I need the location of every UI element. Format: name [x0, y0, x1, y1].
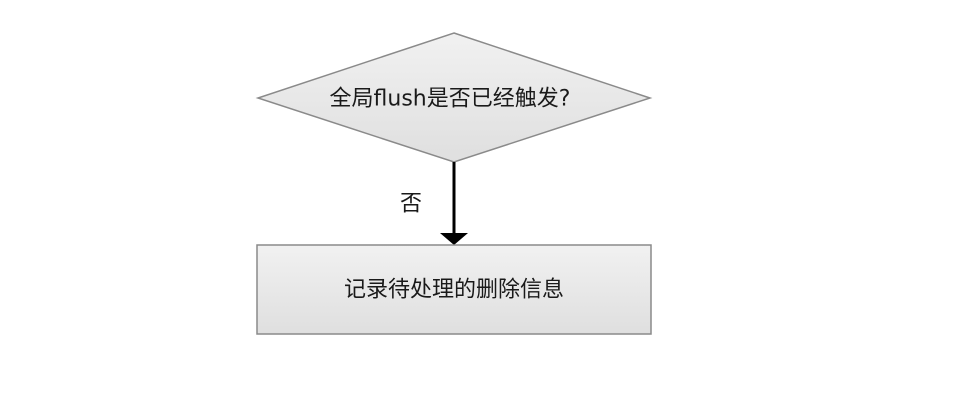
- process-label: 记录待处理的删除信息: [344, 278, 564, 303]
- process-box-shape: [256, 244, 652, 335]
- decision-node: 全局flush是否已经触发?: [255, 32, 653, 163]
- decision-label: 全局flush是否已经触发?: [330, 87, 571, 112]
- process-node: 记录待处理的删除信息: [256, 244, 652, 335]
- edge-label-no: 否: [400, 192, 422, 217]
- connector-arrow: [440, 162, 468, 245]
- arrow-head: [440, 233, 468, 245]
